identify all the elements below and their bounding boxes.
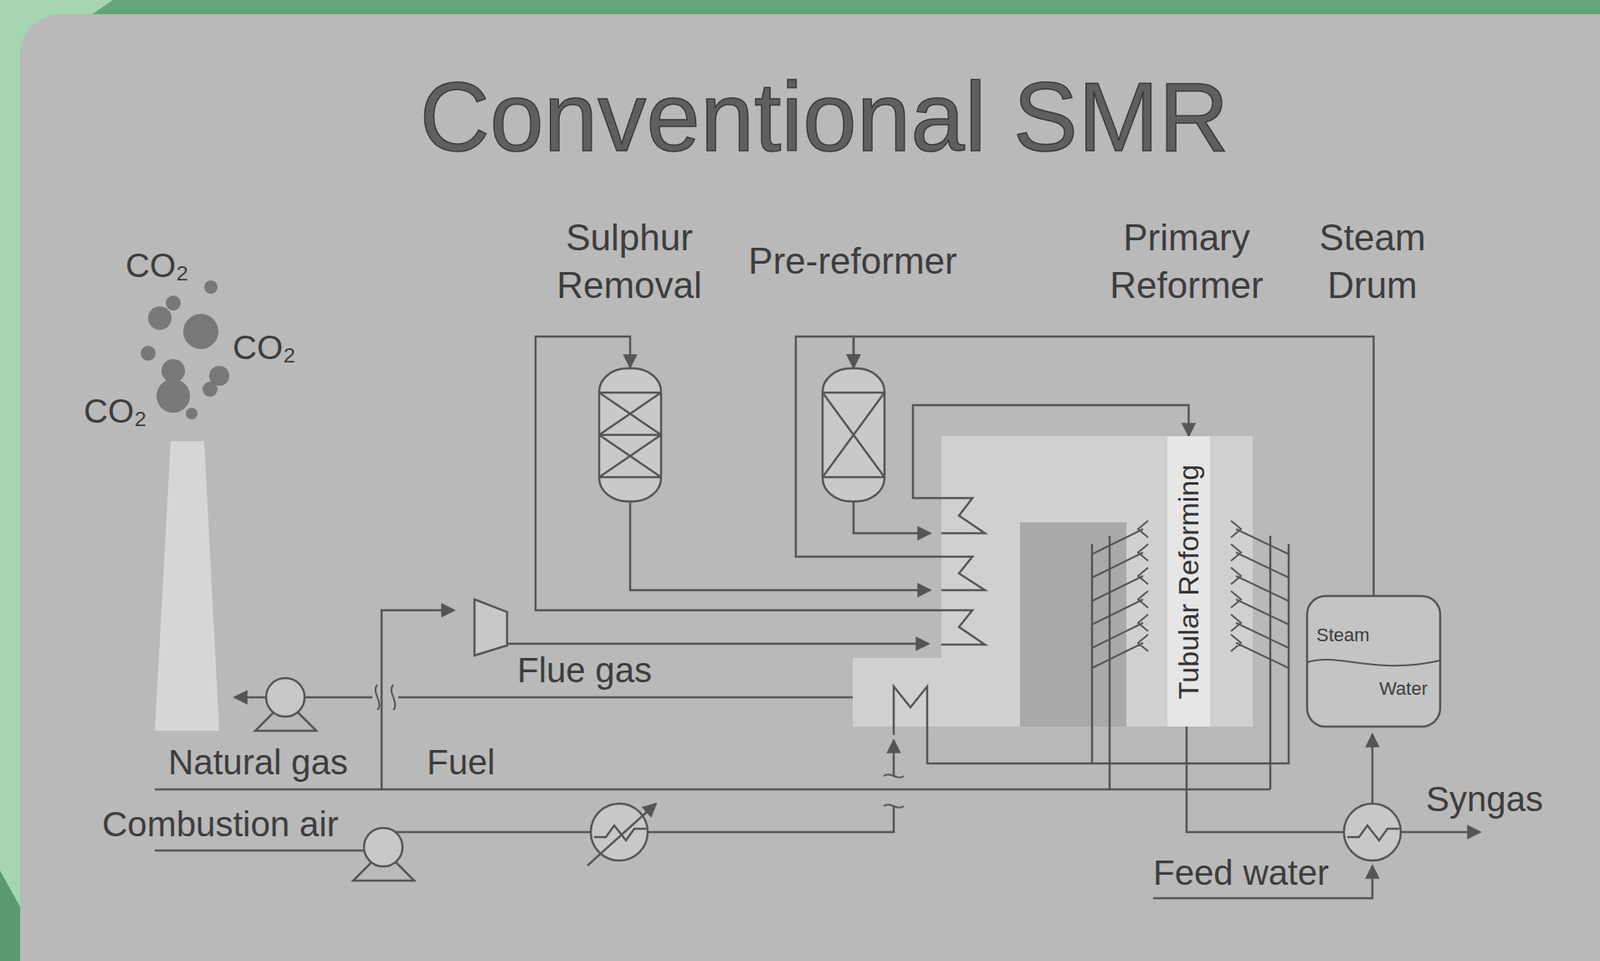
smoke-bubble	[140, 280, 230, 420]
reactor-vessel-outline	[598, 367, 662, 503]
steam-zone-text: Steam	[1316, 623, 1370, 647]
process-line	[154, 610, 1481, 898]
burner-symbol	[1092, 520, 1289, 668]
smoke-bubble	[161, 358, 185, 383]
reactor-vessel-outline	[599, 392, 662, 477]
smoke-bubble	[148, 306, 172, 330]
convection-coil	[941, 497, 985, 534]
process-line	[154, 849, 365, 852]
unit-heading: Steam Drum	[1284, 213, 1461, 309]
smoke-bubble	[183, 313, 219, 349]
steam-drum-outline	[1307, 595, 1441, 727]
stream-label: Fuel	[426, 742, 496, 783]
smoke-bubble	[204, 280, 218, 294]
convection-coil	[941, 497, 985, 645]
process-line	[234, 696, 267, 699]
process-line	[154, 788, 1271, 791]
smoke-bubble	[156, 379, 190, 413]
tubular-reforming-text: Tubular Reforming	[1172, 463, 1206, 698]
process-line	[647, 805, 894, 832]
chimney-stack	[154, 441, 220, 731]
reactor-vessel-outline	[599, 368, 662, 502]
steam-drum: Steam DrumSteamWater	[1306, 594, 1442, 728]
unit-heading: Sulphur Removal	[541, 213, 718, 309]
steam-drum-outline	[1306, 594, 1442, 728]
air-preheat-line	[1091, 543, 1094, 764]
heat-exchanger-symbol	[590, 803, 648, 861]
burner-symbol	[1092, 520, 1289, 668]
stream-label: CO₂	[232, 327, 297, 368]
stream-label: Feed water	[1153, 852, 1329, 893]
heat-exchanger-symbol	[1347, 825, 1400, 841]
stream-label: Combustion air	[102, 804, 339, 845]
compressor-symbol	[474, 599, 508, 656]
convection-coil	[941, 556, 985, 590]
furnace-outline	[852, 435, 1253, 727]
furnace-outline	[1020, 522, 1127, 727]
flow-connector	[853, 502, 931, 534]
process-line	[393, 830, 591, 834]
air-preheat-line	[893, 543, 1289, 764]
stream-label: Natural gas	[168, 742, 349, 783]
convection-coil	[941, 610, 985, 645]
fan-symbol	[266, 677, 305, 717]
diagram-title: Conventional SMR	[322, 60, 1327, 175]
chimney-stack	[154, 441, 220, 731]
process-line	[883, 774, 904, 807]
reactor-vessel-outline	[821, 367, 886, 503]
stream-label: Syngas	[1425, 779, 1544, 820]
fan-symbol	[255, 712, 317, 731]
unit-heading: Primary Reformer	[1098, 213, 1275, 309]
water-zone-text: Water	[1379, 676, 1428, 701]
smoke-bubble	[202, 381, 218, 397]
sulphur-removal-vessel: Sulphur Removal	[598, 367, 662, 503]
stream-label: CO₂	[83, 390, 148, 431]
process-line	[1400, 830, 1481, 834]
air-preheat-line	[893, 543, 1289, 764]
smoke-bubble	[185, 407, 198, 420]
flow-connector	[795, 336, 942, 557]
tubular-reforming-band: Tubular Reforming	[1167, 435, 1211, 727]
process-line	[507, 642, 929, 646]
process-line	[304, 696, 373, 699]
flow-connector	[630, 502, 931, 590]
grey-panel	[20, 14, 1600, 961]
heat-exchanger-symbol	[1343, 803, 1401, 861]
process-line	[1371, 733, 1375, 804]
smoke-bubble	[165, 295, 181, 311]
smoke-bubble	[140, 345, 156, 361]
steam-drum-outline	[1307, 659, 1441, 666]
pre-reformer-vessel: Pre-reformer	[821, 367, 886, 503]
stream-label: Flue gas	[517, 650, 652, 691]
reactor-vessel-outline	[822, 392, 885, 477]
heat-exchanger-symbol	[587, 803, 657, 866]
process-line	[1186, 726, 1344, 832]
fuel-riser	[1109, 535, 1271, 790]
compressor-symbol	[474, 599, 508, 656]
stream-label: CO₂	[125, 245, 190, 286]
fan-symbol	[364, 827, 403, 867]
process-line	[375, 684, 396, 710]
fan-symbol	[353, 861, 415, 881]
process-line	[892, 739, 896, 776]
reactor-vessel-outline	[822, 368, 885, 502]
unit-heading: Pre-reformer	[748, 236, 957, 285]
process-line	[398, 696, 853, 699]
heat-exchanger-symbol	[594, 825, 647, 841]
fuel-riser	[1109, 535, 1271, 790]
primary-reformer-furnace: Primary ReformerTubular Reforming	[852, 435, 1253, 727]
flow-connector	[535, 336, 942, 611]
